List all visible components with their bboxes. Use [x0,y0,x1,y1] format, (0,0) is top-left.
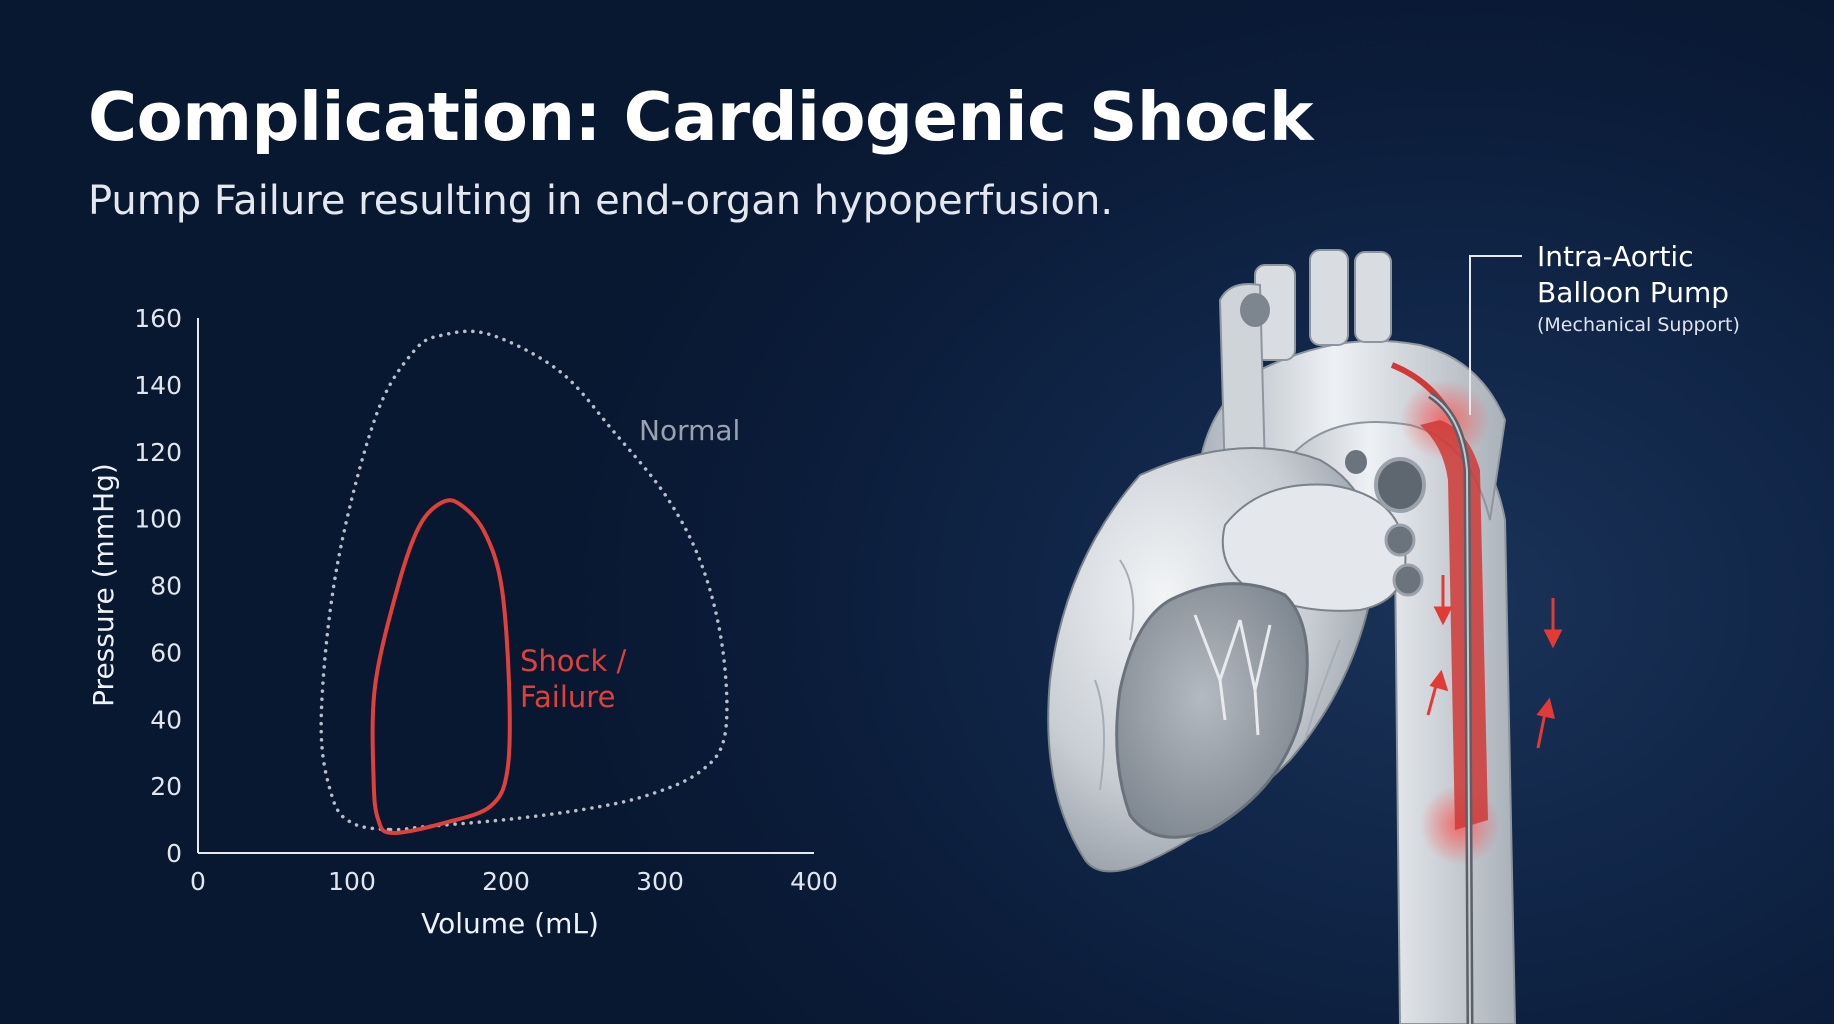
device-label-line-1: Intra-Aortic [1537,240,1694,273]
x-tick-label: 100 [328,867,376,896]
y-tick-label: 40 [150,705,182,734]
series-label-shock: Shock / Failure [520,644,635,714]
x-tick-label: 400 [790,867,838,896]
y-axis-title: Pressure (mmHg) [87,463,120,707]
x-tick-labels: 0 100 200 300 400 [190,867,838,896]
iabp-catheter-sheen [1429,394,1471,1024]
series-shock-loop [370,498,512,835]
series-label-normal: Normal [639,414,740,447]
device-label-line-2: Balloon Pump [1537,276,1729,309]
device-label-sub: (Mechanical Support) [1537,314,1740,336]
y-tick-label: 120 [134,438,182,467]
x-tick-label: 200 [482,867,530,896]
y-tick-label: 60 [150,638,182,667]
arch-branch-2 [1309,249,1349,346]
x-tick-label: 0 [190,867,206,896]
y-tick-label: 0 [166,839,182,868]
coronary-vessels [1094,559,1341,791]
pulmonary-vein-opening-1 [1374,457,1426,513]
device-callout-line [1469,255,1522,415]
balloon-glow-top [1400,380,1490,460]
y-tick-label: 160 [134,304,182,333]
x-tick-label: 300 [636,867,684,896]
ventricle-chamber [1115,582,1309,839]
pulmonary-vein-opening-3 [1392,563,1424,597]
series-normal-loop [319,329,729,832]
superior-vena-cava [1218,283,1267,482]
y-tick-labels: 0 20 40 60 80 100 120 140 160 [134,304,182,868]
arch-branch-3 [1354,251,1392,343]
pv-loop-chart: 0 20 40 60 80 100 120 140 160 0 100 200 300 400 Volu… [87,304,838,940]
y-tick-label: 100 [134,505,182,534]
vessel-opening-small [1345,450,1367,474]
valve-leaflets [1193,614,1272,736]
flow-arrows [1426,575,1563,749]
y-tick-label: 140 [134,371,182,400]
svc-opening [1240,293,1270,327]
y-tick-label: 80 [150,572,182,601]
y-tick-label: 20 [150,772,182,801]
x-axis-title: Volume (mL) [421,907,599,940]
pulmonary-vein-opening-2 [1384,523,1416,557]
page-title: Complication: Cardiogenic Shock [88,78,1313,156]
page-subtitle: Pump Failure resulting in end-organ hypo… [88,178,1114,224]
series-layer [319,329,729,835]
